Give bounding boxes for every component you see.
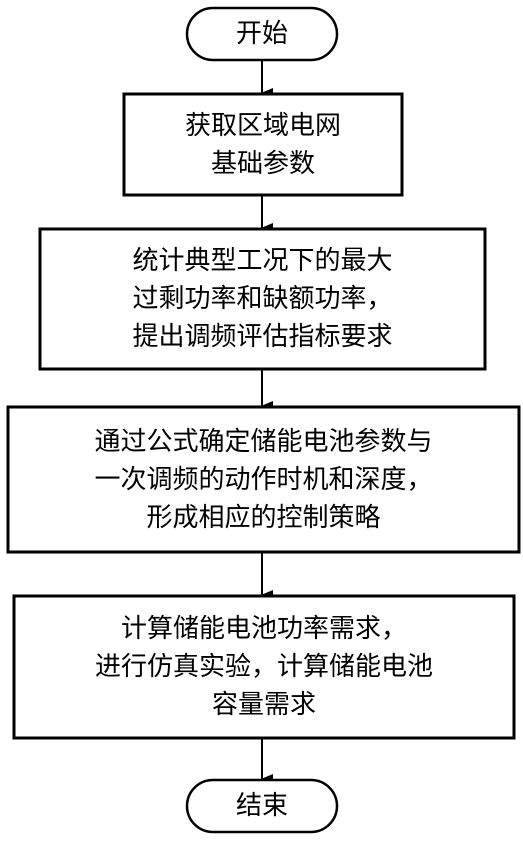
step-3-line-1: 通过公式确定储能电池参数与 <box>94 426 433 457</box>
step-1-line-2: 基础参数 <box>210 148 315 179</box>
step-2-line-3: 提出调频评估指标要求 <box>132 322 393 352</box>
step-4-line-1: 计算储能电池功率需求， <box>120 614 407 644</box>
start-label: 开始 <box>235 19 288 49</box>
step-4-line-2: 进行仿真实验，计算储能电池 <box>94 652 433 682</box>
step-2-text: 统计典型工况下的最大 过剩功率和缺额功率， 提出调频评估指标要求 <box>40 229 485 369</box>
step-3-line-3: 形成相应的控制策略 <box>146 502 381 533</box>
process-box-3 <box>6 405 521 554</box>
end-label: 结束 <box>235 791 288 821</box>
step-1-line-1: 获取区域电网 <box>184 110 341 141</box>
step-4-line-3: 容量需求 <box>211 690 316 720</box>
step-2-line-2: 过剩功率和缺额功率， <box>132 284 393 314</box>
process-box-1 <box>122 92 404 197</box>
step-3-text: 通过公式确定储能电池参数与 一次调频的动作时机和深度， 形成相应的控制策略 <box>8 407 519 552</box>
step-4-text: 计算储能电池功率需求， 进行仿真实验，计算储能电池 容量需求 <box>14 596 514 738</box>
end-label-container: 结束 <box>187 780 337 832</box>
process-box-4 <box>12 594 516 740</box>
step-1-text: 获取区域电网 基础参数 <box>124 94 402 195</box>
step-3-line-2: 一次调频的动作时机和深度， <box>94 464 433 495</box>
step-2-line-1: 统计典型工况下的最大 <box>132 246 393 276</box>
start-label-container: 开始 <box>187 8 337 60</box>
end-terminator <box>185 778 339 834</box>
